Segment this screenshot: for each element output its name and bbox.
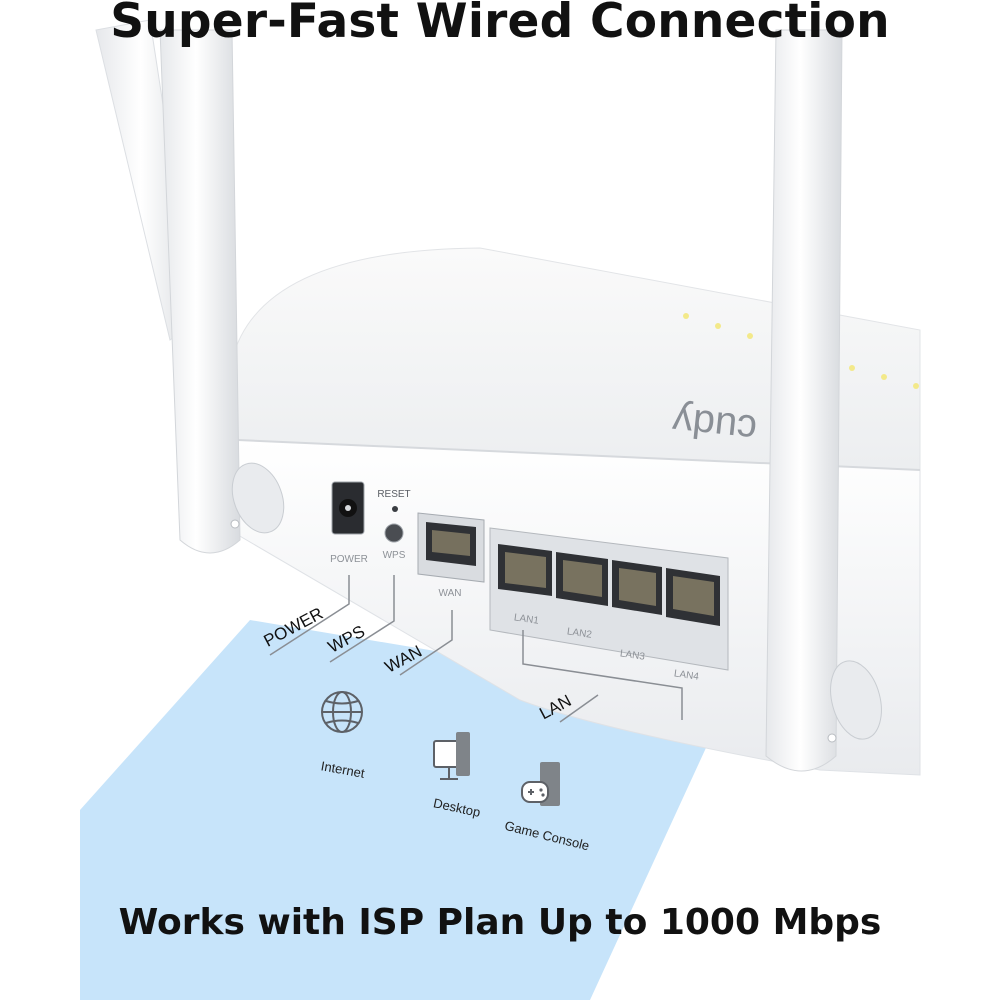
lan-port-3 [612,560,662,615]
lan-port-4 [666,568,720,626]
brand-logo: cudy [670,399,759,452]
router-top [231,247,921,471]
footer-tagline: Works with ISP Plan Up to 1000 Mbps [118,902,882,943]
wps-label: WPS [383,550,406,561]
wan-port-label: WAN [439,588,462,599]
globe-icon [321,691,363,733]
reset-label: RESET [377,489,410,500]
page-title: Super-Fast Wired Connection [110,0,890,49]
wan-port [417,512,485,583]
wps-button [384,523,404,543]
lan3-label: LAN3 [619,648,646,662]
lan2-label: LAN2 [566,626,593,640]
lan4-label: LAN4 [673,668,700,682]
lan-port-1 [498,544,552,596]
power-port-label: POWER [330,554,368,565]
reset-pinhole [392,506,398,512]
lan1-label: LAN1 [513,612,540,626]
antenna-front-left [159,29,285,554]
lan-port-2 [556,552,608,606]
antenna-right [765,29,882,772]
game-console-icon [521,762,560,806]
power-port [331,481,365,535]
callout-lines [269,575,683,723]
desktop-icon [433,732,470,780]
status-leds [683,313,919,389]
